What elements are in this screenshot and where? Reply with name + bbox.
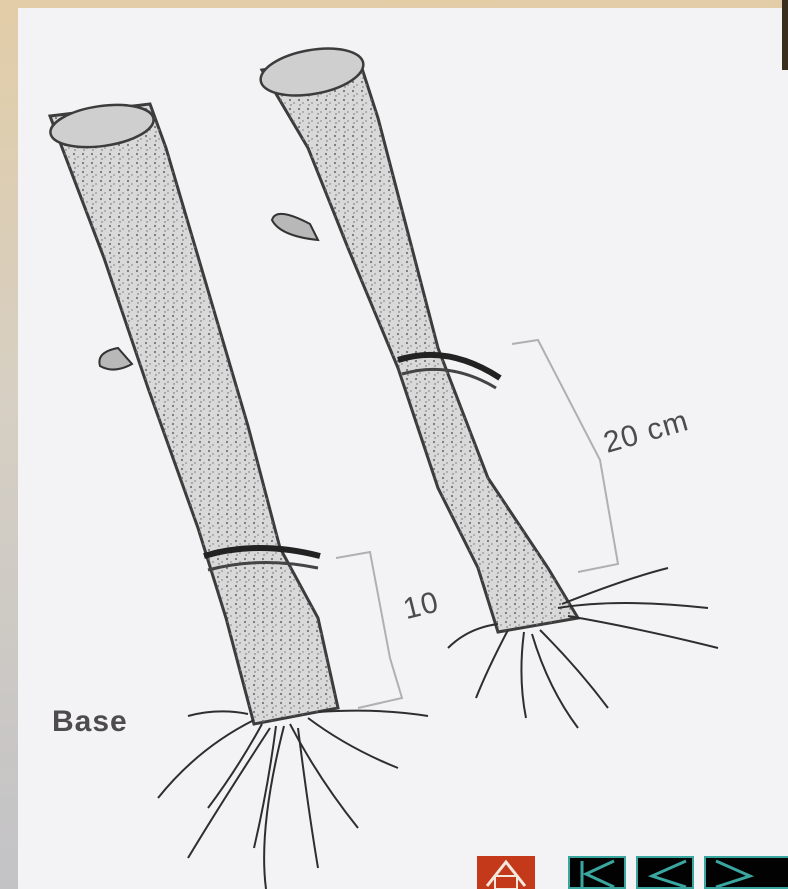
previous-button[interactable] [636,856,694,889]
cutting-illustration: 20 cm 10 Base [18,8,788,889]
home-button[interactable] [477,856,535,889]
previous-icon [638,858,692,887]
first-page-icon [570,858,624,887]
next-icon [706,858,788,887]
base-label: Base [52,705,128,739]
window-edge [782,0,788,70]
next-button[interactable] [704,856,788,889]
first-page-button[interactable] [568,856,626,889]
right-cutting [257,41,718,728]
navigation-bar [477,856,788,889]
cuttings-drawing [18,8,788,889]
home-icon [477,856,535,889]
